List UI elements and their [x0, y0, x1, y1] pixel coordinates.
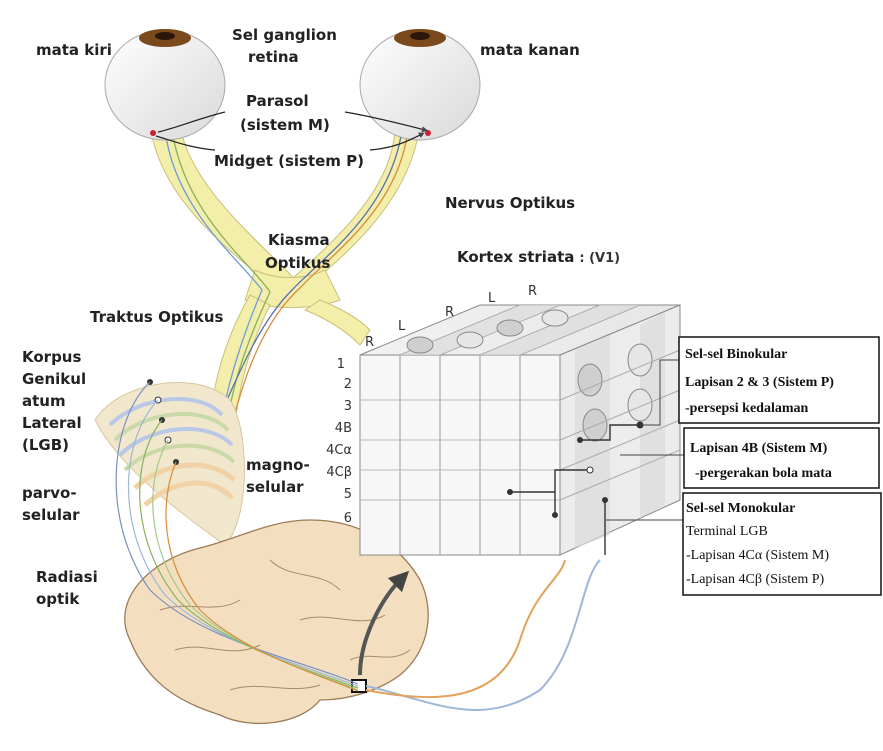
striate-cortex-label: Kortex striata: (V1) — [457, 248, 620, 266]
chiasm-label-line1: Kiasma — [268, 231, 330, 249]
right-eye — [360, 29, 480, 140]
left-eye — [105, 29, 225, 140]
monocular-box-line4: -Lapisan 4Cβ (Sistem P) — [686, 572, 825, 587]
layer-label-4cb: 4Cβ — [326, 465, 352, 480]
column-label-5: R — [528, 284, 537, 299]
column-label-1: R — [365, 335, 374, 350]
optic-tract-right — [305, 300, 370, 345]
left-eye-label: mata kiri — [36, 41, 112, 59]
lgb-label-line3: atum — [22, 392, 66, 410]
column-label-2: L — [398, 319, 406, 334]
magno-label-line2: selular — [246, 478, 304, 496]
optic-nerve-label: Nervus Optikus — [445, 194, 575, 212]
lgb-label-line5: (LGB) — [22, 436, 69, 454]
midget-label: Midget (sistem P) — [214, 152, 364, 170]
parvo-label-line1: parvo- — [22, 484, 77, 502]
parasol-label-line2: (sistem M) — [240, 116, 330, 134]
lgb-label-line2: Genikul — [22, 370, 86, 388]
right-eye-label: mata kanan — [480, 41, 580, 59]
ganglion-label-line2: retina — [248, 48, 299, 66]
layer-label-4ca: 4Cα — [326, 443, 352, 458]
layer-label-6: 6 — [344, 511, 352, 526]
binocular-box-line3: -persepsi kedalaman — [685, 401, 809, 416]
binocular-box-line1: Sel-sel Binokular — [685, 347, 787, 362]
radiation-label-line2: optik — [36, 590, 80, 608]
lgb-label-line4: Lateral — [22, 414, 82, 432]
lgb-label-line1: Korpus — [22, 348, 81, 366]
layer-label-1: 1 — [337, 357, 345, 372]
monocular-box-line2: Terminal LGB — [686, 524, 768, 539]
monocular-box-line1: Sel-sel Monokular — [686, 501, 795, 516]
cortex-cube — [360, 305, 680, 555]
ganglion-label-line1: Sel ganglion — [232, 26, 337, 44]
parasol-label-line1: Parasol — [246, 92, 309, 110]
radiation-label-line1: Radiasi — [36, 568, 98, 586]
column-label-3: R — [445, 305, 454, 320]
layer4b-box-line2: -pergerakan bola mata — [695, 466, 832, 481]
layer-label-3: 3 — [344, 399, 352, 414]
binocular-box-line2: Lapisan 2 & 3 (Sistem P) — [685, 375, 834, 390]
monocular-box-line3: -Lapisan 4Cα (Sistem M) — [686, 548, 829, 563]
monocular-box: Sel-sel Monokular Terminal LGB -Lapisan … — [683, 493, 881, 595]
binocular-box: Sel-sel Binokular Lapisan 2 & 3 (Sistem … — [679, 337, 879, 423]
magno-label-line1: magno- — [246, 456, 310, 474]
parvo-label-line2: selular — [22, 506, 80, 524]
chiasm-label-line2: Optikus — [265, 254, 330, 272]
column-label-4: L — [488, 291, 496, 306]
layer-label-2: 2 — [344, 377, 352, 392]
layer4b-box-line1: Lapisan 4B (Sistem M) — [690, 441, 828, 456]
optic-tract-label: Traktus Optikus — [90, 308, 224, 326]
layer-label-5: 5 — [344, 487, 352, 502]
layer-label-4b: 4B — [335, 421, 352, 436]
layer4b-box: Lapisan 4B (Sistem M) -pergerakan bola m… — [684, 428, 879, 488]
